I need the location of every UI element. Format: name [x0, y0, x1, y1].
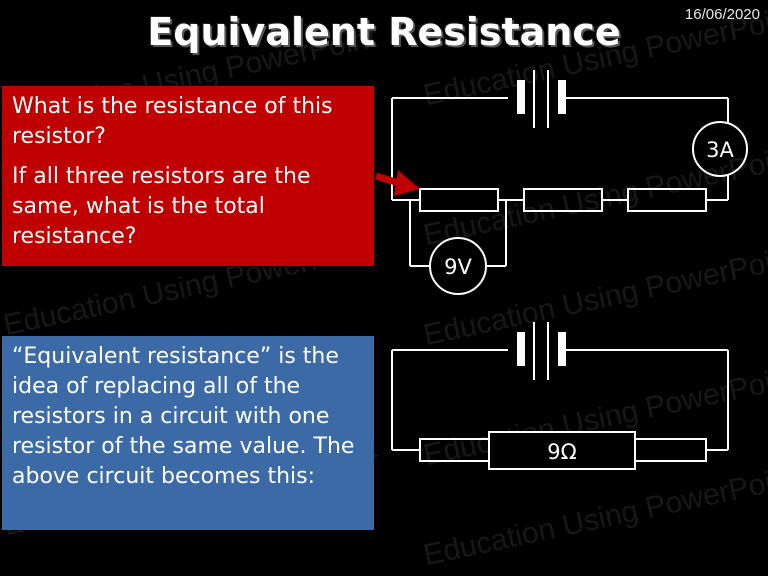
info-box: “Equivalent resistance” is the idea of r… — [2, 336, 374, 530]
resistor-3 — [627, 188, 707, 212]
equivalent-resistor — [488, 431, 636, 470]
voltmeter — [429, 237, 487, 295]
battery-top — [517, 70, 566, 128]
battery-plate-long — [533, 70, 535, 128]
ammeter-label: 3A — [706, 138, 734, 162]
pointer-arrow — [374, 170, 420, 196]
question-text-2: If all three resistors are the same, wha… — [12, 164, 311, 249]
resistor-2 — [523, 188, 603, 212]
circuit-bottom — [391, 349, 729, 470]
battery-plate-short — [558, 332, 566, 366]
voltmeter-label: 9V — [444, 255, 472, 279]
battery-plate-long — [547, 70, 549, 128]
question-text-1: What is the resistance of this resistor? — [12, 94, 333, 149]
circuit-top — [391, 97, 748, 295]
battery-plate-short — [517, 80, 525, 114]
battery-plate-long — [547, 322, 549, 380]
question-box: What is the resistance of this resistor?… — [2, 86, 374, 266]
battery-plate-long — [533, 322, 535, 380]
battery-plate-short — [517, 332, 525, 366]
resistor-1 — [419, 188, 499, 212]
slide-title: Equivalent Resistance — [147, 10, 621, 54]
info-text: “Equivalent resistance” is the idea of r… — [12, 344, 355, 489]
equivalent-resistor-label: 9Ω — [547, 440, 576, 464]
ammeter — [692, 121, 748, 177]
slide-date: 16/06/2020 — [684, 6, 760, 23]
battery-plate-short — [558, 80, 566, 114]
battery-bottom — [517, 322, 566, 380]
